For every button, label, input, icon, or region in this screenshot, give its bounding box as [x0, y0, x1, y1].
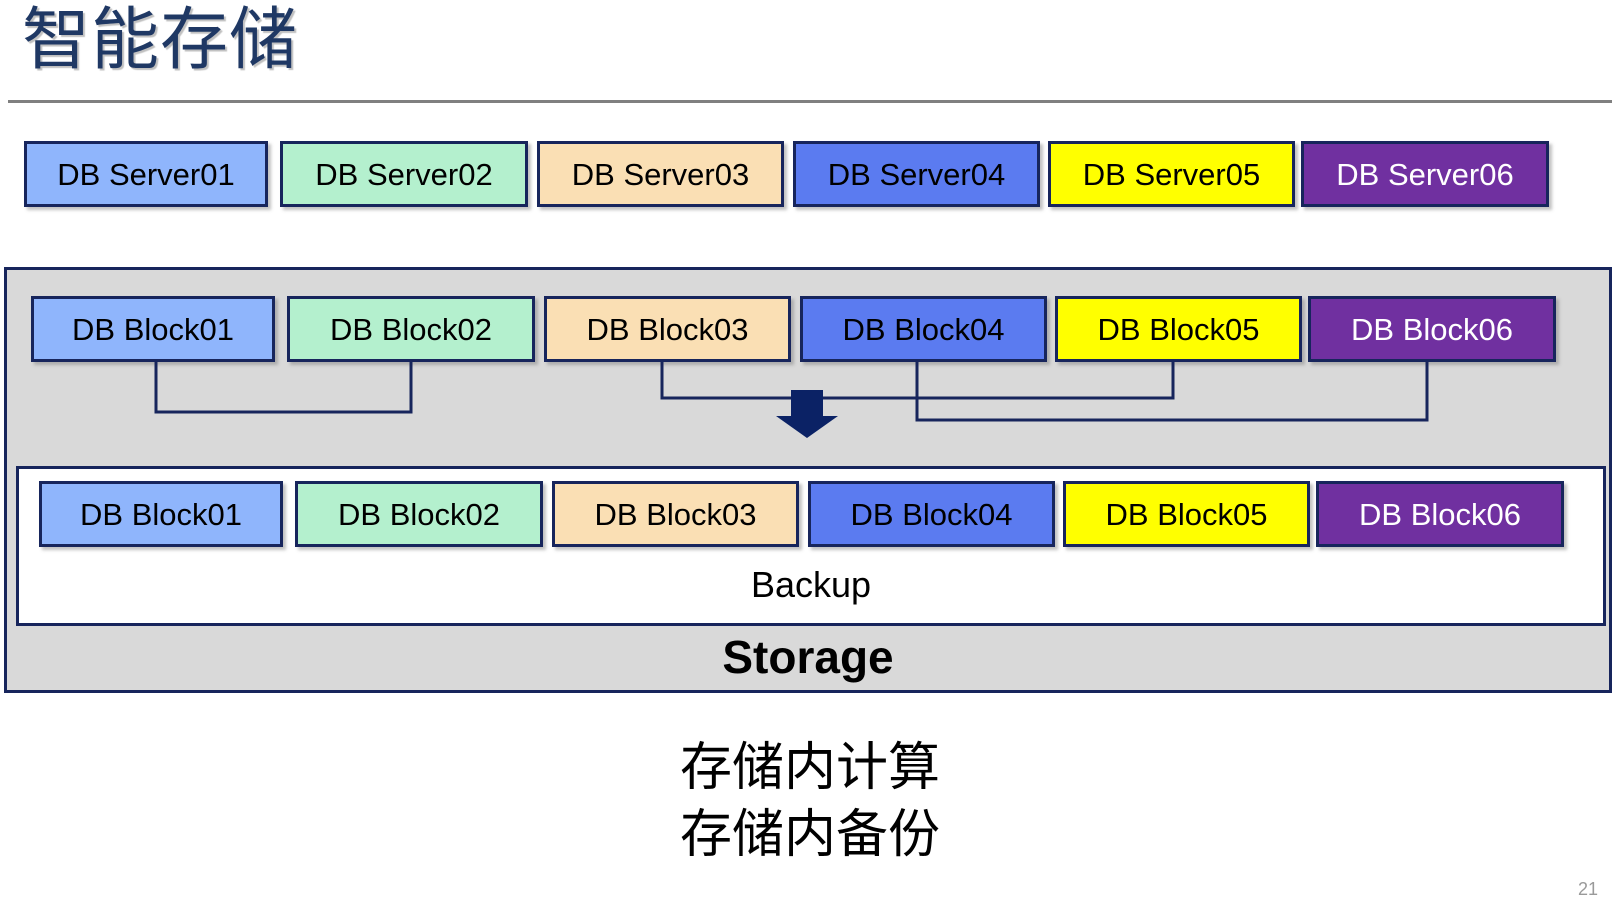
db-server-box-2[interactable]: DB Server02	[280, 141, 528, 207]
db-block-box-backup-1[interactable]: DB Block01	[39, 481, 283, 547]
db-block-box-backup-6[interactable]: DB Block06	[1316, 481, 1564, 547]
db-block-box-live-label: DB Block02	[330, 311, 492, 347]
db-block-box-live-3[interactable]: DB Block03	[544, 296, 791, 362]
storage-label: Storage	[722, 631, 894, 683]
db-block-box-live-1[interactable]: DB Block01	[31, 296, 275, 362]
db-server-box-label: DB Server01	[57, 156, 235, 192]
db-block-box-backup-label: DB Block01	[80, 496, 242, 532]
db-block-box-backup-label: DB Block03	[594, 496, 757, 532]
db-server-box-label: DB Server04	[827, 156, 1006, 192]
db-server-box-6[interactable]: DB Server06	[1301, 141, 1549, 207]
connector-svg	[154, 362, 1429, 438]
db-server-box-5[interactable]: DB Server05	[1048, 141, 1295, 207]
db-block-box-live-label: DB Block05	[1097, 311, 1260, 347]
bracket-03-04	[660, 362, 919, 400]
footer-text: 存储内计算存储内备份	[0, 735, 1620, 868]
db-block-box-backup-2[interactable]: DB Block02	[295, 481, 543, 547]
page-title: 智能存储	[22, 2, 299, 78]
db-block-box-backup-5[interactable]: DB Block05	[1063, 481, 1310, 547]
db-block-box-live-2[interactable]: DB Block02	[287, 296, 535, 362]
db-block-box-live-6[interactable]: DB Block06	[1308, 296, 1556, 362]
db-block-box-live-label: DB Block01	[72, 311, 234, 347]
db-block-box-backup-4[interactable]: DB Block04	[808, 481, 1055, 547]
db-block-box-backup-label: DB Block05	[1105, 496, 1268, 532]
down-arrow	[776, 390, 838, 438]
db-block-box-backup-label: DB Block06	[1359, 496, 1521, 532]
block-connectors	[7, 362, 1615, 462]
db-server-box-label: DB Server03	[571, 156, 750, 192]
footer-line-2: 存储内备份	[679, 805, 940, 864]
db-block-box-live-label: DB Block03	[586, 311, 749, 347]
db-block-row-live: DB Block01 DB Block02 DB Block03 DB Block04…	[7, 296, 1615, 366]
db-server-row: DB Server01 DB Server02 DB Server03 DB Serv…	[0, 141, 1620, 211]
footer-line-1: 存储内计算	[679, 739, 940, 797]
backup-label: Backup	[750, 564, 872, 605]
storage-panel: DB Block01 DB Block02 DB Block03 DB Block04…	[4, 267, 1612, 693]
bracket-04-05	[915, 362, 1175, 400]
db-server-box-1[interactable]: DB Server01	[24, 141, 268, 207]
bracket-05-06	[915, 362, 1429, 422]
db-block-box-live-label: DB Block04	[842, 311, 1005, 347]
db-server-box-label: DB Server05	[1082, 156, 1261, 192]
db-block-box-backup-label: DB Block04	[850, 496, 1013, 532]
db-block-box-backup-label: DB Block02	[338, 496, 500, 532]
db-block-box-live-label: DB Block06	[1351, 311, 1513, 347]
title-divider	[8, 100, 1612, 103]
db-block-box-live-5[interactable]: DB Block05	[1055, 296, 1302, 362]
db-server-box-4[interactable]: DB Server04	[793, 141, 1040, 207]
bracket-01-02	[154, 362, 413, 414]
db-server-box-label: DB Server02	[315, 156, 493, 192]
db-block-box-backup-3[interactable]: DB Block03	[552, 481, 799, 547]
db-block-row-backup: DB Block01 DB Block02 DB Block03 DB Block04…	[15, 481, 1615, 551]
backup-panel: DB Block01 DB Block02 DB Block03 DB Block04…	[16, 466, 1606, 626]
db-server-box-label: DB Server06	[1336, 156, 1514, 192]
db-block-box-live-4[interactable]: DB Block04	[800, 296, 1047, 362]
db-server-box-3[interactable]: DB Server03	[537, 141, 784, 207]
page-number: 21	[1577, 879, 1598, 899]
